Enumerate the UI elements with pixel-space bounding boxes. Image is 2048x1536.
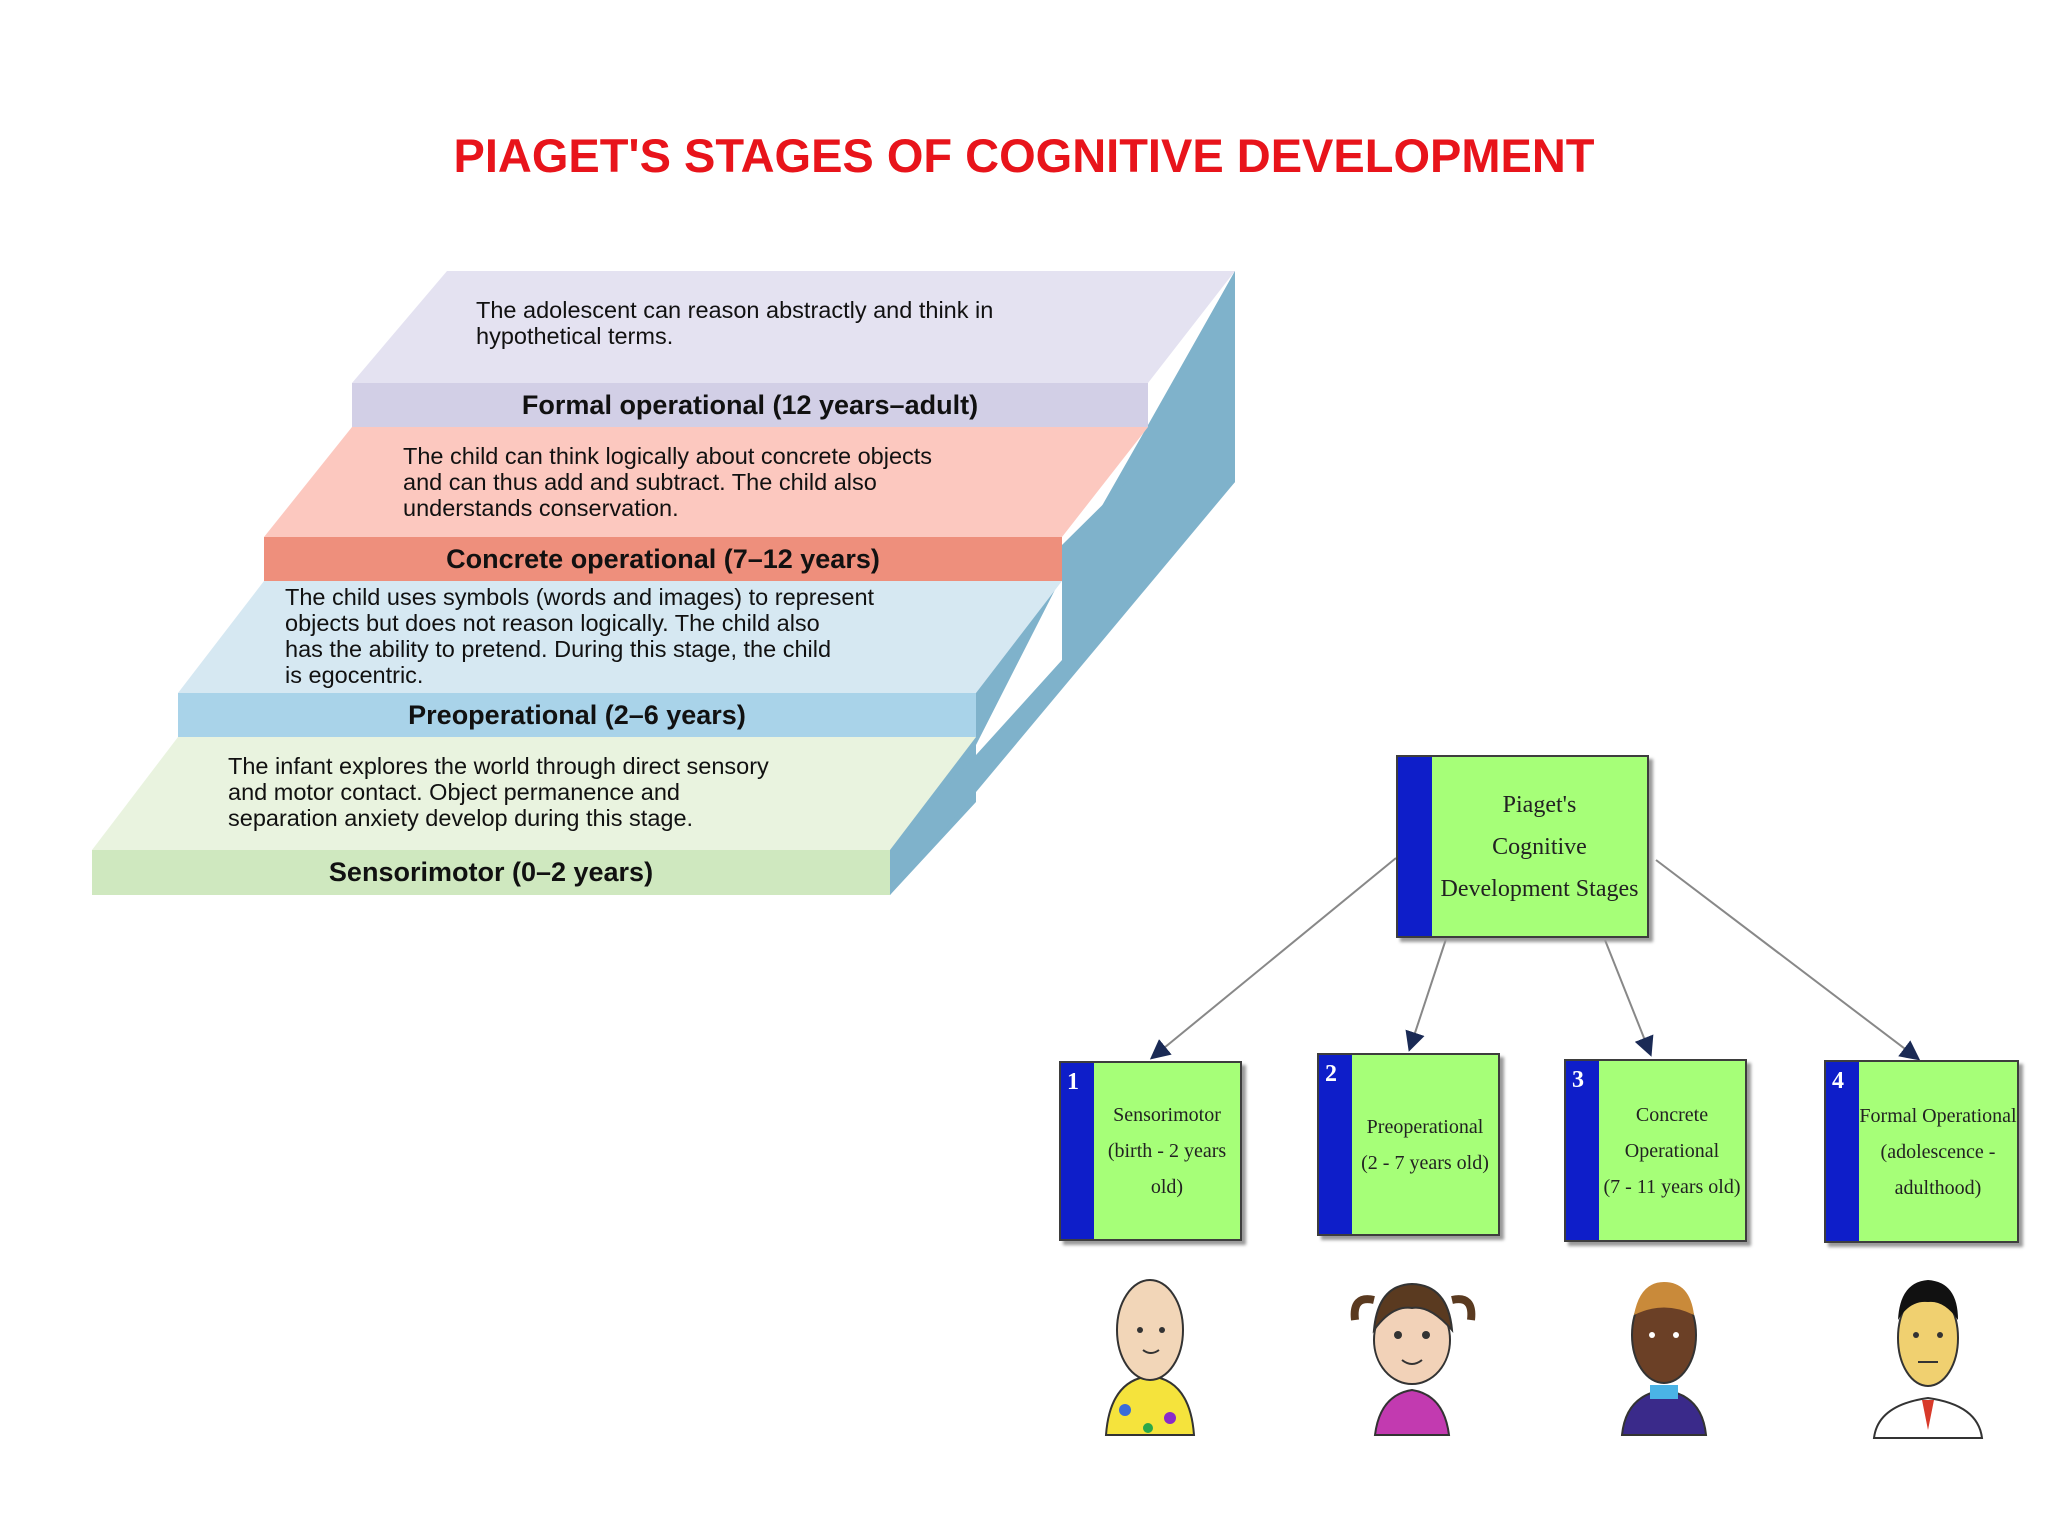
tree-child-1-text: Sensorimotor (birth - 2 years old) xyxy=(1107,1104,1227,1198)
concrete-label-bg xyxy=(264,537,1062,581)
girl-illustration xyxy=(1350,1282,1476,1436)
tree-child-4-text: Formal Operational (adolescence - adulth… xyxy=(1859,1104,2017,1199)
tree-child-1-number: 1 xyxy=(1067,1069,1079,1095)
sensori-description: The infant explores the world through di… xyxy=(228,753,769,831)
tree-child-2-number: 2 xyxy=(1325,1061,1337,1087)
sensori-top xyxy=(92,737,976,850)
connector-3 xyxy=(1604,939,1654,1057)
sensori-label: Sensorimotor (0–2 years) xyxy=(328,857,654,887)
tree-child-4: 4 Formal Operational (adolescence - adul… xyxy=(1824,1060,2019,1243)
tree-child-2-text: Preoperational (2 - 7 years old) xyxy=(1361,1115,1489,1174)
baby-illustration xyxy=(1104,1279,1196,1436)
concrete-description: The child can think logically about conc… xyxy=(403,443,933,521)
man-illustration xyxy=(1872,1280,1984,1439)
tree-child-3-number: 3 xyxy=(1572,1067,1584,1093)
tree-child-1: 1 Sensorimotor (birth - 2 years old) xyxy=(1059,1061,1242,1241)
tree-child-4-number: 4 xyxy=(1832,1068,1844,1094)
formal-label: Formal operational (12 years–adult) xyxy=(521,390,979,420)
formal-description: The adolescent can reason abstractly and… xyxy=(476,297,994,349)
page-title: PIAGET'S STAGES OF COGNITIVE DEVELOPMENT xyxy=(453,129,1595,182)
connector-4 xyxy=(1655,859,1921,1061)
tree-root-box: Piaget's Cognitive Development Stages xyxy=(1396,755,1649,938)
preop-top xyxy=(178,581,1062,693)
preop-description: The child uses symbols (words and images… xyxy=(285,584,875,688)
tree-child-3-text: Concrete Operational (7 - 11 years old) xyxy=(1603,1103,1741,1198)
preop-label: Preoperational (2–6 years) xyxy=(408,700,746,730)
connector-1 xyxy=(1149,857,1397,1060)
concrete-label: Concrete operational (7–12 years) xyxy=(446,544,880,574)
tree-root-text: Piaget's Cognitive Development Stages xyxy=(1440,791,1639,902)
tree-child-2: 2 Preoperational (2 - 7 years old) xyxy=(1317,1053,1500,1236)
connector-2 xyxy=(1405,938,1447,1052)
formal-label-bg xyxy=(352,383,1148,427)
tree-child-3: 3 Concrete Operational (7 - 11 years old… xyxy=(1564,1059,1747,1242)
staircase-side-main xyxy=(890,271,1235,895)
sensori-label-bg xyxy=(92,850,890,895)
preop-label-bg xyxy=(178,693,976,737)
formal-top xyxy=(352,271,1235,383)
concrete-top xyxy=(264,427,1148,537)
boy-illustration xyxy=(1620,1282,1708,1436)
